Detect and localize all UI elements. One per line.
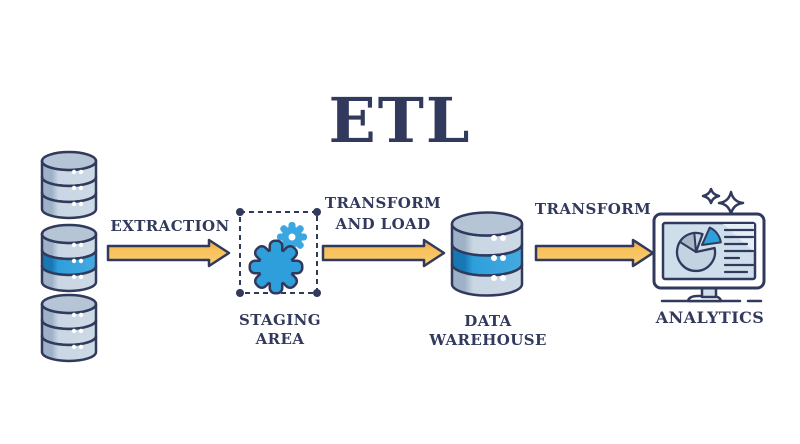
page-title: ETL: [329, 84, 472, 157]
database-icon: [40, 150, 98, 220]
source-database-stack-icon: [40, 150, 98, 363]
gear-large-icon: [248, 239, 304, 295]
analytics-label: ANALYTICS: [655, 308, 764, 327]
staging-area-label-line2: AREA: [255, 330, 305, 348]
sparkle-icon: [701, 187, 721, 205]
staging-area-label-line1: STAGING: [239, 311, 321, 329]
staging-area-box: [236, 208, 321, 297]
transform-and-load-label-line1: TRANSFORM: [325, 194, 441, 212]
gear-small-icon: [277, 222, 307, 252]
data-warehouse-label-line1: DATA: [464, 312, 511, 330]
transform-label: TRANSFORM: [535, 200, 651, 218]
database-icon-highlighted: [40, 223, 98, 293]
screen-text-lines: [723, 228, 755, 274]
extraction-label: EXTRACTION: [110, 217, 229, 235]
sparkle-icon: [717, 190, 745, 216]
transform-and-load-label-line2: AND LOAD: [334, 215, 430, 233]
transform-and-load-arrow-icon: [321, 238, 446, 268]
transform-arrow-icon: [534, 238, 655, 268]
database-icon: [40, 293, 98, 363]
data-warehouse-icon: [450, 211, 524, 297]
extraction-arrow-icon: [106, 238, 231, 268]
analytics-monitor-icon: [652, 187, 766, 303]
data-warehouse-label-line2: WAREHOUSE: [428, 331, 547, 349]
pie-chart-icon: [675, 226, 722, 273]
